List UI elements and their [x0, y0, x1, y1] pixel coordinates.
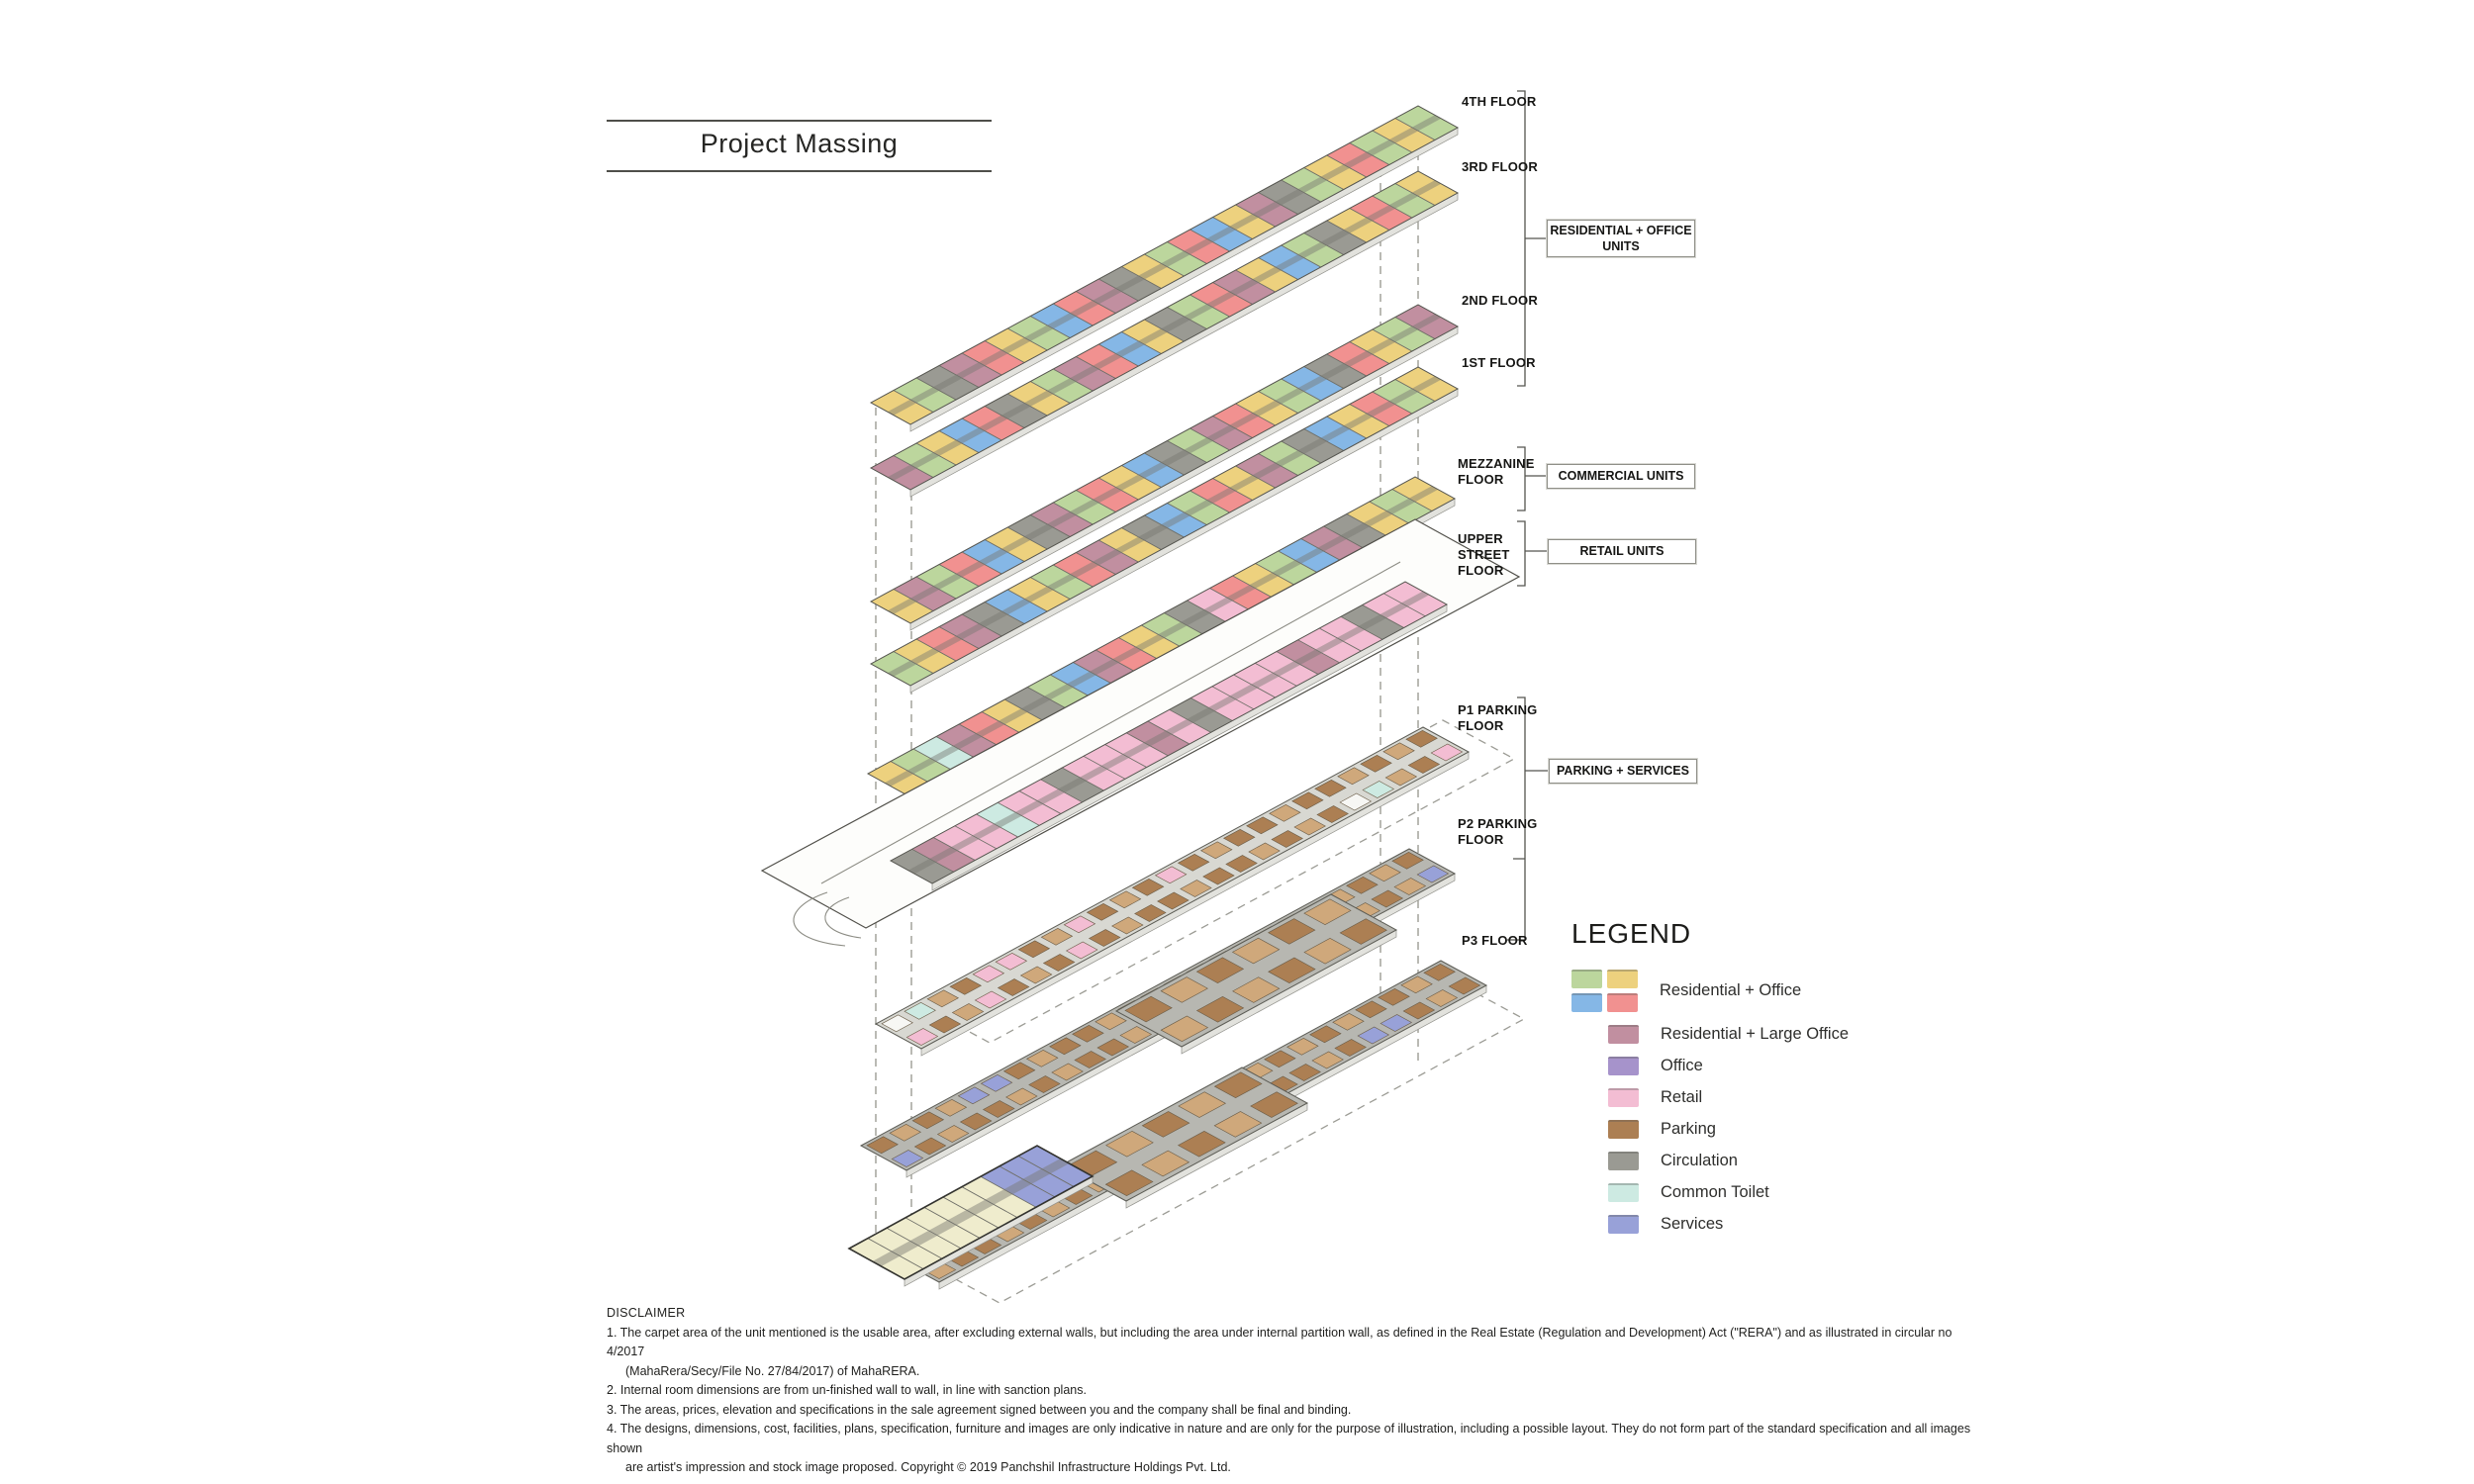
legend-entry: Parking	[1571, 1120, 1849, 1139]
legend-entry-label: Circulation	[1661, 1152, 1738, 1169]
floor-label-3rd-floor: 3RD FLOOR	[1462, 159, 1538, 174]
legend-title: LEGEND	[1571, 918, 1692, 949]
category-box-commercial-units: COMMERCIAL UNITS	[1546, 463, 1696, 490]
floor-label-2nd-floor: 2ND FLOOR	[1462, 293, 1538, 308]
page-title: Project Massing	[700, 129, 899, 158]
disclaimer-heading: DISCLAIMER	[607, 1306, 686, 1320]
legend-entry: Residential + Office	[1571, 970, 1849, 1012]
legend-entry: Office	[1571, 1057, 1849, 1075]
legend-swatch-yellow	[1607, 970, 1638, 988]
legend-entry: Circulation	[1571, 1152, 1849, 1170]
disclaimer: DISCLAIMER 1. The carpet area of the uni…	[607, 1304, 1972, 1478]
legend-entry-label: Parking	[1661, 1120, 1716, 1138]
legend-swatch-pink	[1608, 1088, 1639, 1107]
title-rule-top	[607, 120, 992, 122]
legend-entry-label: Residential + Large Office	[1661, 1025, 1850, 1043]
legend-swatch-gray	[1608, 1152, 1639, 1170]
legend-swatch-grid	[1571, 970, 1638, 1012]
disclaimer-lines: 1. The carpet area of the unit mentioned…	[607, 1324, 1972, 1478]
disclaimer-line: 2. Internal room dimensions are from un-…	[607, 1383, 1087, 1397]
floor-label-p3-floor: P3 FLOOR	[1462, 933, 1528, 948]
disclaimer-line: are artist's impression and stock image …	[625, 1460, 1231, 1474]
legend-entry: Common Toilet	[1571, 1183, 1849, 1202]
disclaimer-line: 3. The areas, prices, elevation and spec…	[607, 1402, 1352, 1417]
legend-swatch-green	[1571, 970, 1602, 988]
title-rule-bottom	[607, 170, 992, 172]
legend-entry-label: Office	[1661, 1057, 1703, 1074]
floor-label-mezzanine: MEZZANINE FLOOR	[1458, 456, 1535, 487]
legend-swatch-mint	[1608, 1183, 1639, 1202]
legend-swatch-rose	[1608, 1025, 1639, 1044]
legend-entry: Residential + Large Office	[1571, 1025, 1849, 1044]
disclaimer-line: 1. The carpet area of the unit mentioned…	[607, 1325, 1952, 1359]
legend-entry: Retail	[1571, 1088, 1849, 1107]
legend-entry-label: Services	[1661, 1215, 1724, 1233]
floor-label-4th-floor: 4TH FLOOR	[1462, 94, 1537, 109]
legend-swatch-brown	[1608, 1120, 1639, 1139]
category-box-retail-units: RETAIL UNITS	[1547, 538, 1697, 565]
category-box-residential-office-units: RESIDENTIAL + OFFICE UNITS	[1546, 219, 1696, 258]
legend-entry-label: Residential + Office	[1660, 981, 1802, 999]
floor-label-p1-parking: P1 PARKING FLOOR	[1458, 702, 1538, 733]
legend-entry-label: Common Toilet	[1661, 1183, 1769, 1201]
legend-entry: Services	[1571, 1215, 1849, 1234]
disclaimer-line: (MahaRera/Secy/File No. 27/84/2017) of M…	[625, 1363, 920, 1378]
category-box-parking-services: PARKING + SERVICES	[1548, 758, 1698, 785]
floor-label-upper-street: UPPER STREET FLOOR	[1458, 531, 1510, 578]
floor-label-p2-parking: P2 PARKING FLOOR	[1458, 816, 1538, 847]
legend-swatch-peri	[1608, 1215, 1639, 1234]
legend-entry-label: Retail	[1661, 1088, 1703, 1106]
legend-swatch-red	[1607, 993, 1638, 1012]
floor-label-1st-floor: 1ST FLOOR	[1462, 355, 1536, 370]
legend-swatch-blue	[1571, 993, 1602, 1012]
legend-swatch-purple	[1608, 1057, 1639, 1075]
title-block: Project Massing	[607, 120, 992, 172]
disclaimer-line: 4. The designs, dimensions, cost, facili…	[607, 1422, 1971, 1455]
